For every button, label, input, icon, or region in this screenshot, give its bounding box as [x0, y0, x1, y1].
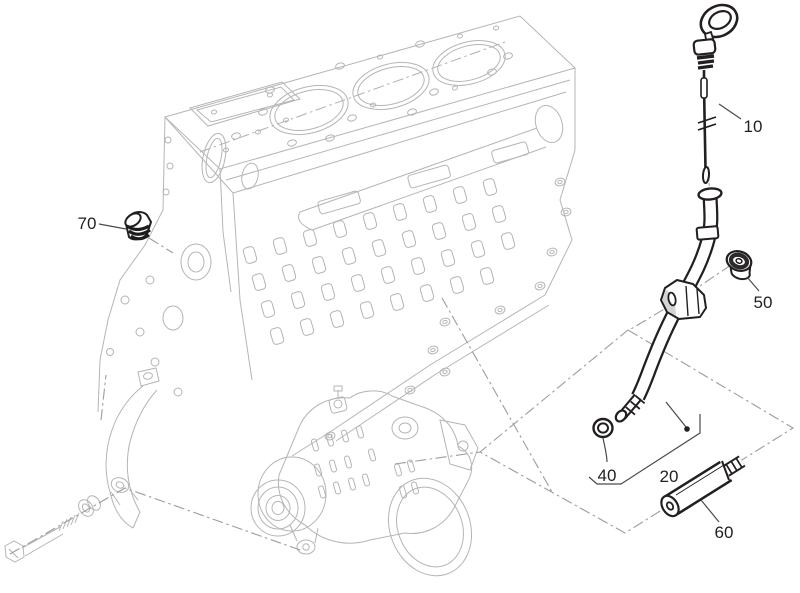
- callout-40[interactable]: 40: [598, 466, 617, 485]
- part-40-o-ring: [592, 417, 614, 439]
- callout-20[interactable]: 20: [660, 467, 679, 486]
- engine-block-reference-art: [97, 15, 576, 457]
- callout-leader-lines: [98, 103, 760, 523]
- alternator-reference-art: [250, 385, 479, 577]
- part-60-adapter-fitting: [660, 455, 746, 518]
- side-face-cast-slots: [242, 141, 530, 346]
- part-10-dipstick: [692, 3, 739, 184]
- callout-70[interactable]: 70: [78, 214, 97, 233]
- callout-labels: 10 20 40 50 60 70: [78, 117, 773, 542]
- mount-bracket-bolt-reference-art: [4, 367, 160, 563]
- part-50-grommet: [725, 250, 753, 281]
- callout-10[interactable]: 10: [744, 117, 763, 136]
- phantom-assembly-lines: [9, 177, 795, 555]
- part-70-plug: [124, 211, 153, 241]
- part-20-dipstick-tube: [614, 187, 723, 423]
- callout-60[interactable]: 60: [715, 523, 734, 542]
- callout-50[interactable]: 50: [754, 293, 773, 312]
- alternator-cooling-fins: [310, 425, 420, 499]
